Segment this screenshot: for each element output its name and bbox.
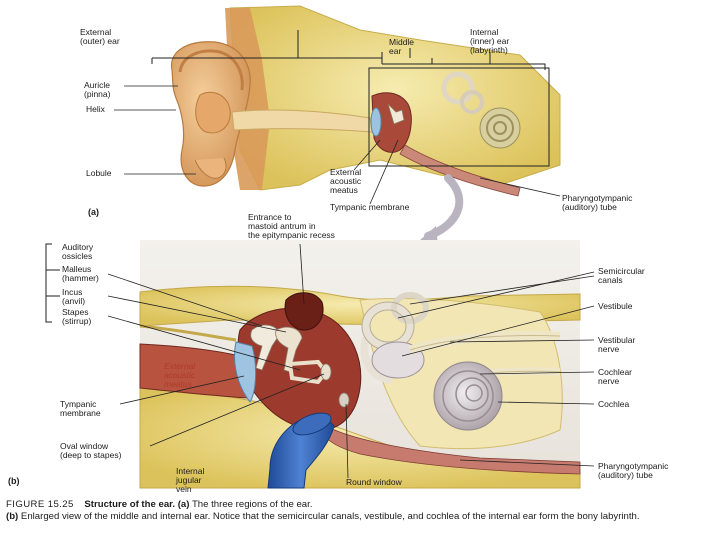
label-tympanic-membrane-a: Tympanic membrane: [330, 202, 410, 212]
middle-inner-box: [368, 67, 550, 167]
label-middle-ear: Middle ear: [389, 37, 415, 56]
canal-bone-edge: [139, 324, 237, 342]
leader-lines-a: [114, 85, 561, 205]
label-pharyngotympanic-tube-b: Pharyngotympanic (auditory) tube: [598, 461, 669, 480]
semicircular-canal-a2: [460, 90, 484, 114]
oval-window-b: [320, 363, 332, 381]
ossicles-bracket: [45, 243, 60, 323]
middle-ear-cavity-a: [371, 92, 412, 153]
panel-a-illustration: [170, 5, 561, 197]
label-tympanic-membrane-b: Tympanic membrane: [60, 399, 101, 418]
lobule-shape: [194, 157, 227, 179]
label-vestibule: Vestibule: [598, 301, 633, 311]
label-external-acoustic-meatus-b: External acoustic meatus: [164, 361, 196, 389]
figure-caption: FIGURE 15.25 Structure of the ear. (a) T…: [6, 499, 711, 522]
cochlea-b: [433, 361, 503, 431]
label-cochlear-nerve: Cochlear nerve: [598, 367, 633, 386]
label-semicircular-canals: Semicircular canals: [598, 266, 645, 285]
malleus-shape: [250, 324, 281, 371]
caption-figure-number: FIGURE 15.25: [6, 499, 74, 510]
leader-lines-b: [107, 243, 595, 479]
label-external-acoustic-meatus-a: External acoustic meatus: [330, 167, 362, 195]
label-external-ear: External (outer) ear: [80, 27, 120, 46]
label-auricle: Auricle (pinna): [84, 80, 111, 99]
label-stapes: Stapes (stirrup): [62, 307, 92, 326]
tympanic-membrane-a: [370, 107, 382, 137]
panel-b-letter: (b): [8, 476, 20, 486]
label-vestibular-nerve: Vestibular nerve: [598, 335, 636, 354]
caption-part-a-marker: (a): [177, 499, 190, 510]
semicircular-canal-a: [441, 71, 475, 105]
caption-part-a-text: The three regions of the ear.: [191, 499, 313, 510]
label-internal-ear: Internal (inner) ear (labyrinth): [470, 27, 510, 55]
panel-transition-arrow: [424, 174, 464, 240]
panel-b-illustration: [139, 240, 581, 489]
helix-rim: [178, 49, 244, 91]
region-brackets: [151, 30, 550, 167]
round-window-b: [338, 392, 350, 408]
ossicles-a: [387, 103, 405, 125]
label-round-window: Round window: [346, 477, 402, 487]
label-helix: Helix: [86, 104, 105, 114]
cochlea-a: [479, 107, 521, 149]
label-lobule: Lobule: [86, 168, 112, 178]
tympanic-membrane-b: [234, 341, 257, 403]
label-auditory-ossicles: Auditory ossicles: [62, 242, 94, 261]
label-incus: Incus (anvil): [62, 287, 86, 306]
caption-part-b-text: Enlarged view of the middle and internal…: [20, 510, 640, 522]
caption-title: Structure of the ear.: [84, 499, 176, 510]
caption-part-b-marker: (b): [6, 510, 19, 522]
label-oval-window: Oval window (deep to stapes): [60, 441, 122, 460]
label-malleus: Malleus (hammer): [62, 264, 99, 283]
panel-a-letter: (a): [88, 207, 99, 217]
concha: [195, 91, 231, 134]
label-cochlea: Cochlea: [598, 399, 630, 409]
label-pharyngotympanic-tube-a: Pharyngotympanic (auditory) tube: [562, 193, 633, 212]
label-internal-jugular-vein: Internal jugular vein: [176, 466, 205, 494]
mastoid-antrum: [284, 292, 324, 331]
label-mastoid-antrum: Entrance to mastoid antrum in the epitym…: [248, 212, 335, 240]
